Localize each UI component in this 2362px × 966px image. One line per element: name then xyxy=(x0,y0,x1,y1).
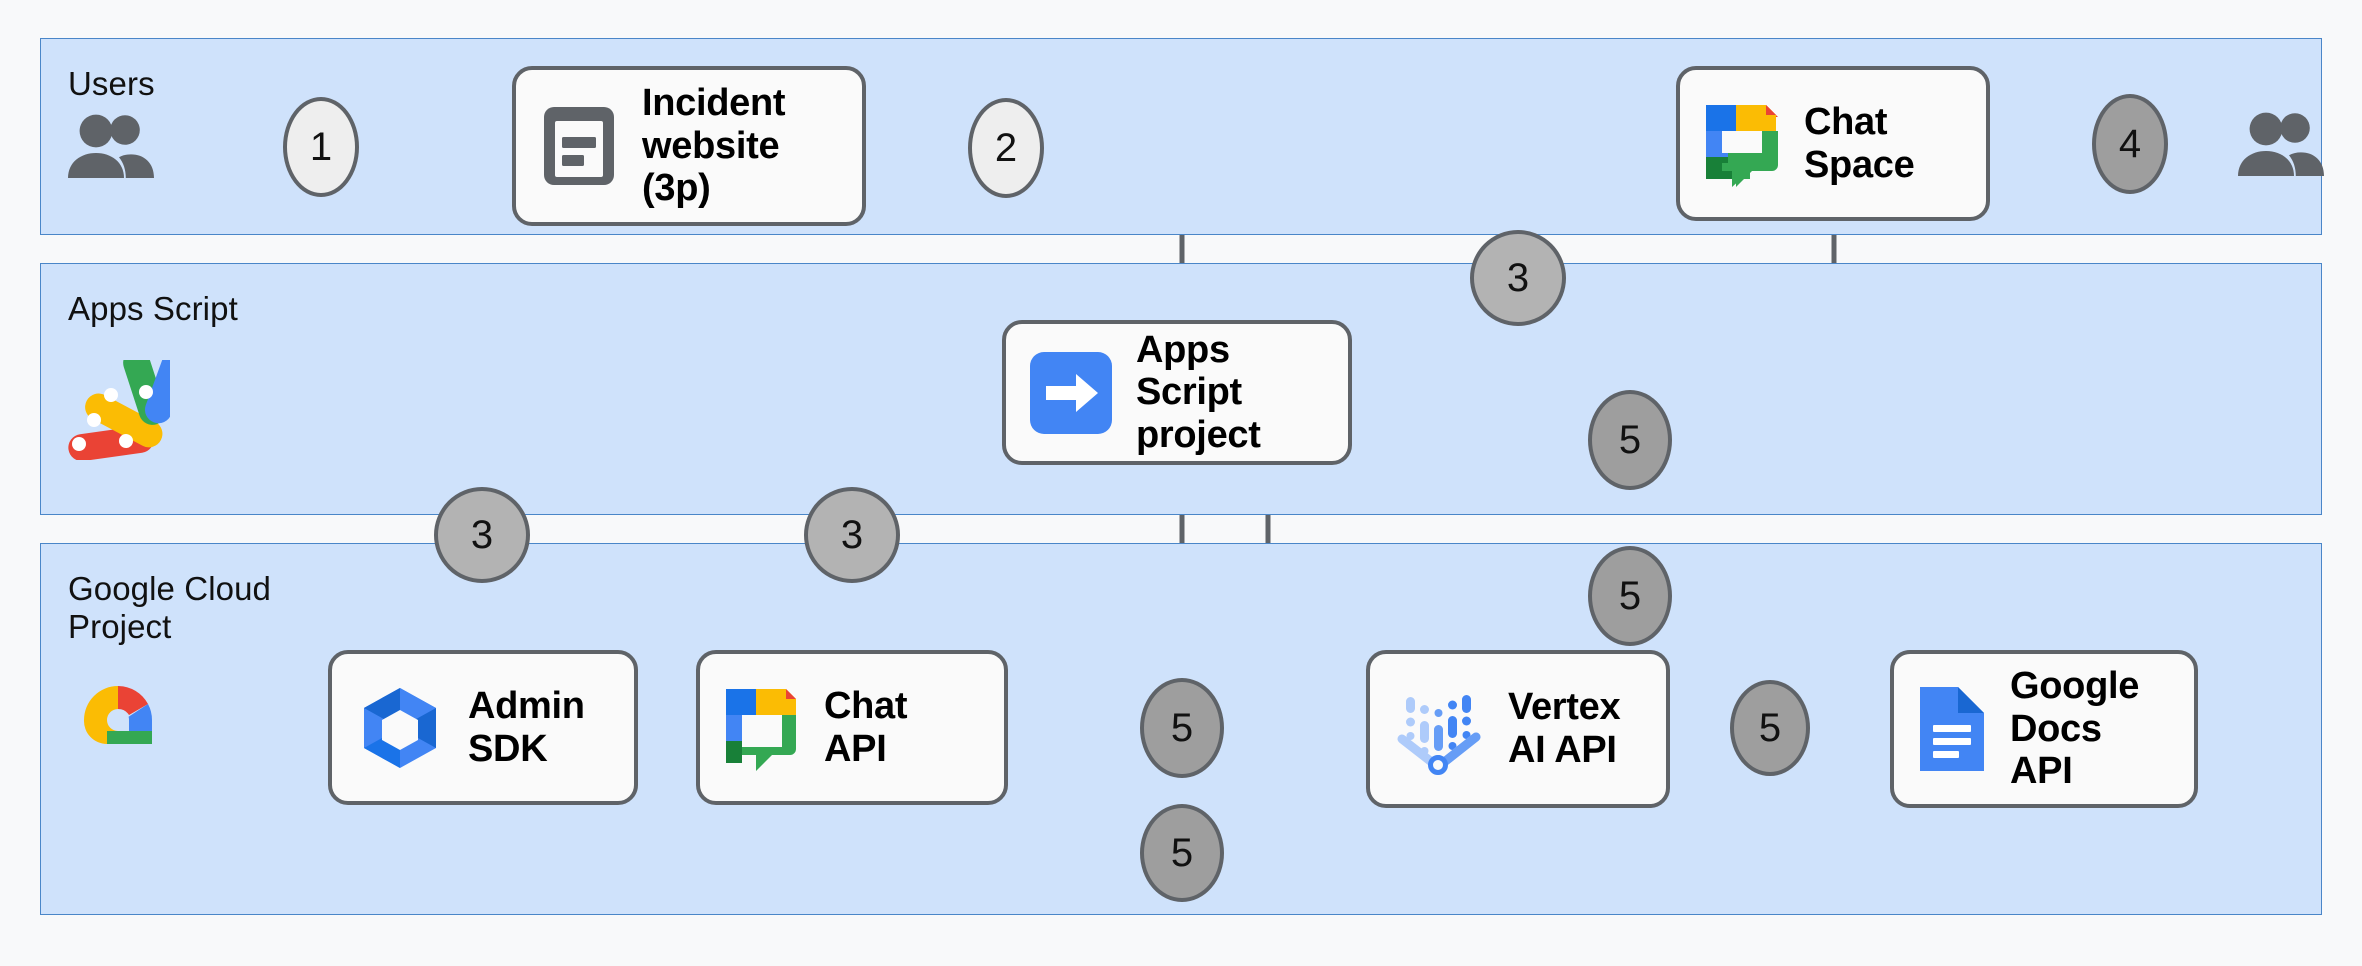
document-page-icon xyxy=(538,103,620,189)
apps-script-logo xyxy=(60,346,191,465)
node-label: Chat Space xyxy=(1804,100,1915,186)
node-label: Incident website (3p) xyxy=(642,82,786,210)
step-badge-3-admin-sdk: 3 xyxy=(434,487,530,583)
node-label: Google Docs API xyxy=(2010,665,2140,793)
node-chat-space[interactable]: Chat Space xyxy=(1676,66,1990,221)
band-title-users: Users xyxy=(68,65,155,102)
users-group-icon xyxy=(62,112,166,191)
actor-users-right xyxy=(2232,110,2336,189)
node-label: Vertex AI API xyxy=(1508,686,1621,771)
google-chat-icon xyxy=(1702,101,1782,187)
node-admin-sdk[interactable]: Admin SDK xyxy=(328,650,638,805)
admin-sdk-icon xyxy=(354,682,446,774)
google-cloud-logo xyxy=(62,680,174,775)
node-chat-api[interactable]: Chat API xyxy=(696,650,1008,805)
node-google-docs-api[interactable]: Google Docs API xyxy=(1890,650,2198,808)
node-incident-website[interactable]: Incident website (3p) xyxy=(512,66,866,226)
band-title-apps-script: Apps Script xyxy=(68,290,238,327)
google-docs-icon xyxy=(1916,683,1988,775)
step-badge-4: 4 xyxy=(2092,94,2168,194)
step-badge-5-apps-script-to-chat-api: 5 xyxy=(1140,678,1224,778)
node-apps-script-project[interactable]: Apps Script project xyxy=(1002,320,1352,465)
step-badge-5-vertex-to-docs: 5 xyxy=(1730,680,1810,776)
step-badge-5-docs-to-apps-script: 5 xyxy=(1588,546,1672,646)
vertex-ai-icon xyxy=(1392,683,1486,775)
node-label: Admin SDK xyxy=(468,684,585,770)
step-badge-1: 1 xyxy=(283,97,359,197)
apps-script-project-icon xyxy=(1028,350,1114,436)
google-chat-icon xyxy=(722,685,802,771)
step-badge-2: 2 xyxy=(968,98,1044,198)
step-badge-3-chat-api: 3 xyxy=(804,487,900,583)
step-badge-5-chat-space-to-apps-script: 5 xyxy=(1588,390,1672,490)
step-badge-5-chat-api-to-vertex: 5 xyxy=(1140,804,1224,902)
node-label: Chat API xyxy=(824,684,908,770)
step-badge-3-chat-space: 3 xyxy=(1470,230,1566,326)
band-title-google-cloud-project: Google Cloud Project xyxy=(68,570,272,645)
node-label: Apps Script project xyxy=(1136,328,1261,456)
node-vertex-ai-api[interactable]: Vertex AI API xyxy=(1366,650,1670,808)
